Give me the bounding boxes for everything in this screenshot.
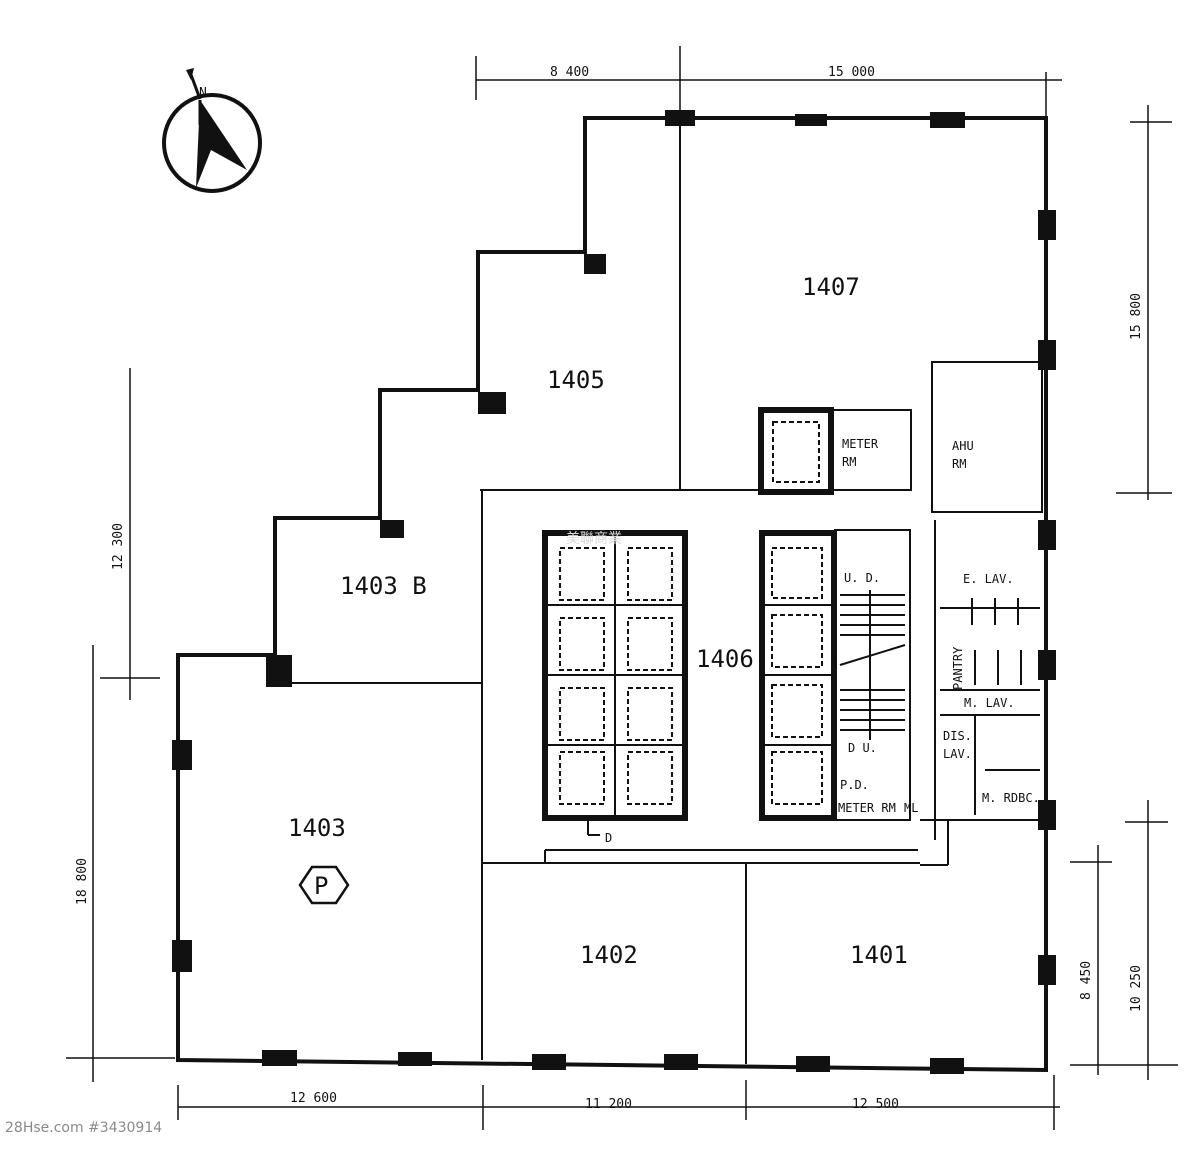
listing-watermark: 28Hse.com #3430914 [5, 1120, 162, 1136]
windows [172, 110, 1056, 1074]
unit-1403b-label: 1403 B [340, 572, 427, 600]
parking-symbol: P [314, 872, 328, 900]
ml-label: ML [904, 801, 918, 815]
dis-lav-line2: LAV. [943, 747, 972, 761]
unit-1403-label: 1403 [288, 814, 346, 842]
e-lav-label: E. LAV. [963, 572, 1014, 586]
meter-rm-top-line1: METER [842, 437, 879, 451]
dim-top-left: 8 400 [550, 65, 589, 80]
dis-lav-line1: DIS. [943, 729, 972, 743]
dim-bottom-left: 12 600 [290, 1091, 337, 1106]
ud-top-label: U. D. [844, 571, 880, 585]
dim-right-upper: 15 800 [1129, 293, 1144, 340]
lift-bank-left [542, 530, 688, 821]
unit-1405-label: 1405 [547, 366, 605, 394]
unit-1406-label: 1406 [696, 645, 754, 673]
agency-logo-text: 美聯商業 [566, 531, 622, 547]
lift-bank-right [759, 530, 837, 821]
dim-left-lower: 18 800 [75, 858, 90, 905]
meter-rm-top-line2: RM [842, 455, 856, 469]
stair-treads [839, 590, 906, 740]
structural-columns [266, 254, 606, 687]
unit-1401-label: 1401 [850, 941, 908, 969]
pantry-label: PANTRY [951, 646, 965, 690]
m-lav-label: M. LAV. [964, 696, 1015, 710]
dimension-lines [66, 46, 1178, 1130]
d-mark-label: D [605, 831, 612, 845]
ahu-rm-line2: RM [952, 457, 966, 471]
dim-left-upper: 12 300 [111, 523, 126, 570]
pd-label: P.D. [840, 778, 869, 792]
compass-label: N [199, 86, 207, 101]
ahu-rm-line1: AHU [952, 439, 974, 453]
dim-top-right: 15 000 [828, 65, 875, 80]
north-compass-icon: N [162, 68, 262, 193]
ud-bottom-label: D U. [848, 741, 877, 755]
dim-bottom-mid: 11 200 [585, 1097, 632, 1112]
unit-1407-label: 1407 [802, 273, 860, 301]
parking-hexagon-icon: P [298, 865, 350, 905]
unit-1402-label: 1402 [580, 941, 638, 969]
dim-right-lower-a: 8 450 [1079, 961, 1094, 1000]
dim-right-lower-b: 10 250 [1129, 965, 1144, 1012]
outer-wall [176, 116, 1048, 1073]
dim-bottom-right: 12 500 [852, 1097, 899, 1112]
meter-rm-bottom-label: METER RM [838, 801, 896, 815]
m-rdbc-label: M. RDBC. [982, 791, 1040, 805]
interior-partitions [275, 118, 1043, 1064]
